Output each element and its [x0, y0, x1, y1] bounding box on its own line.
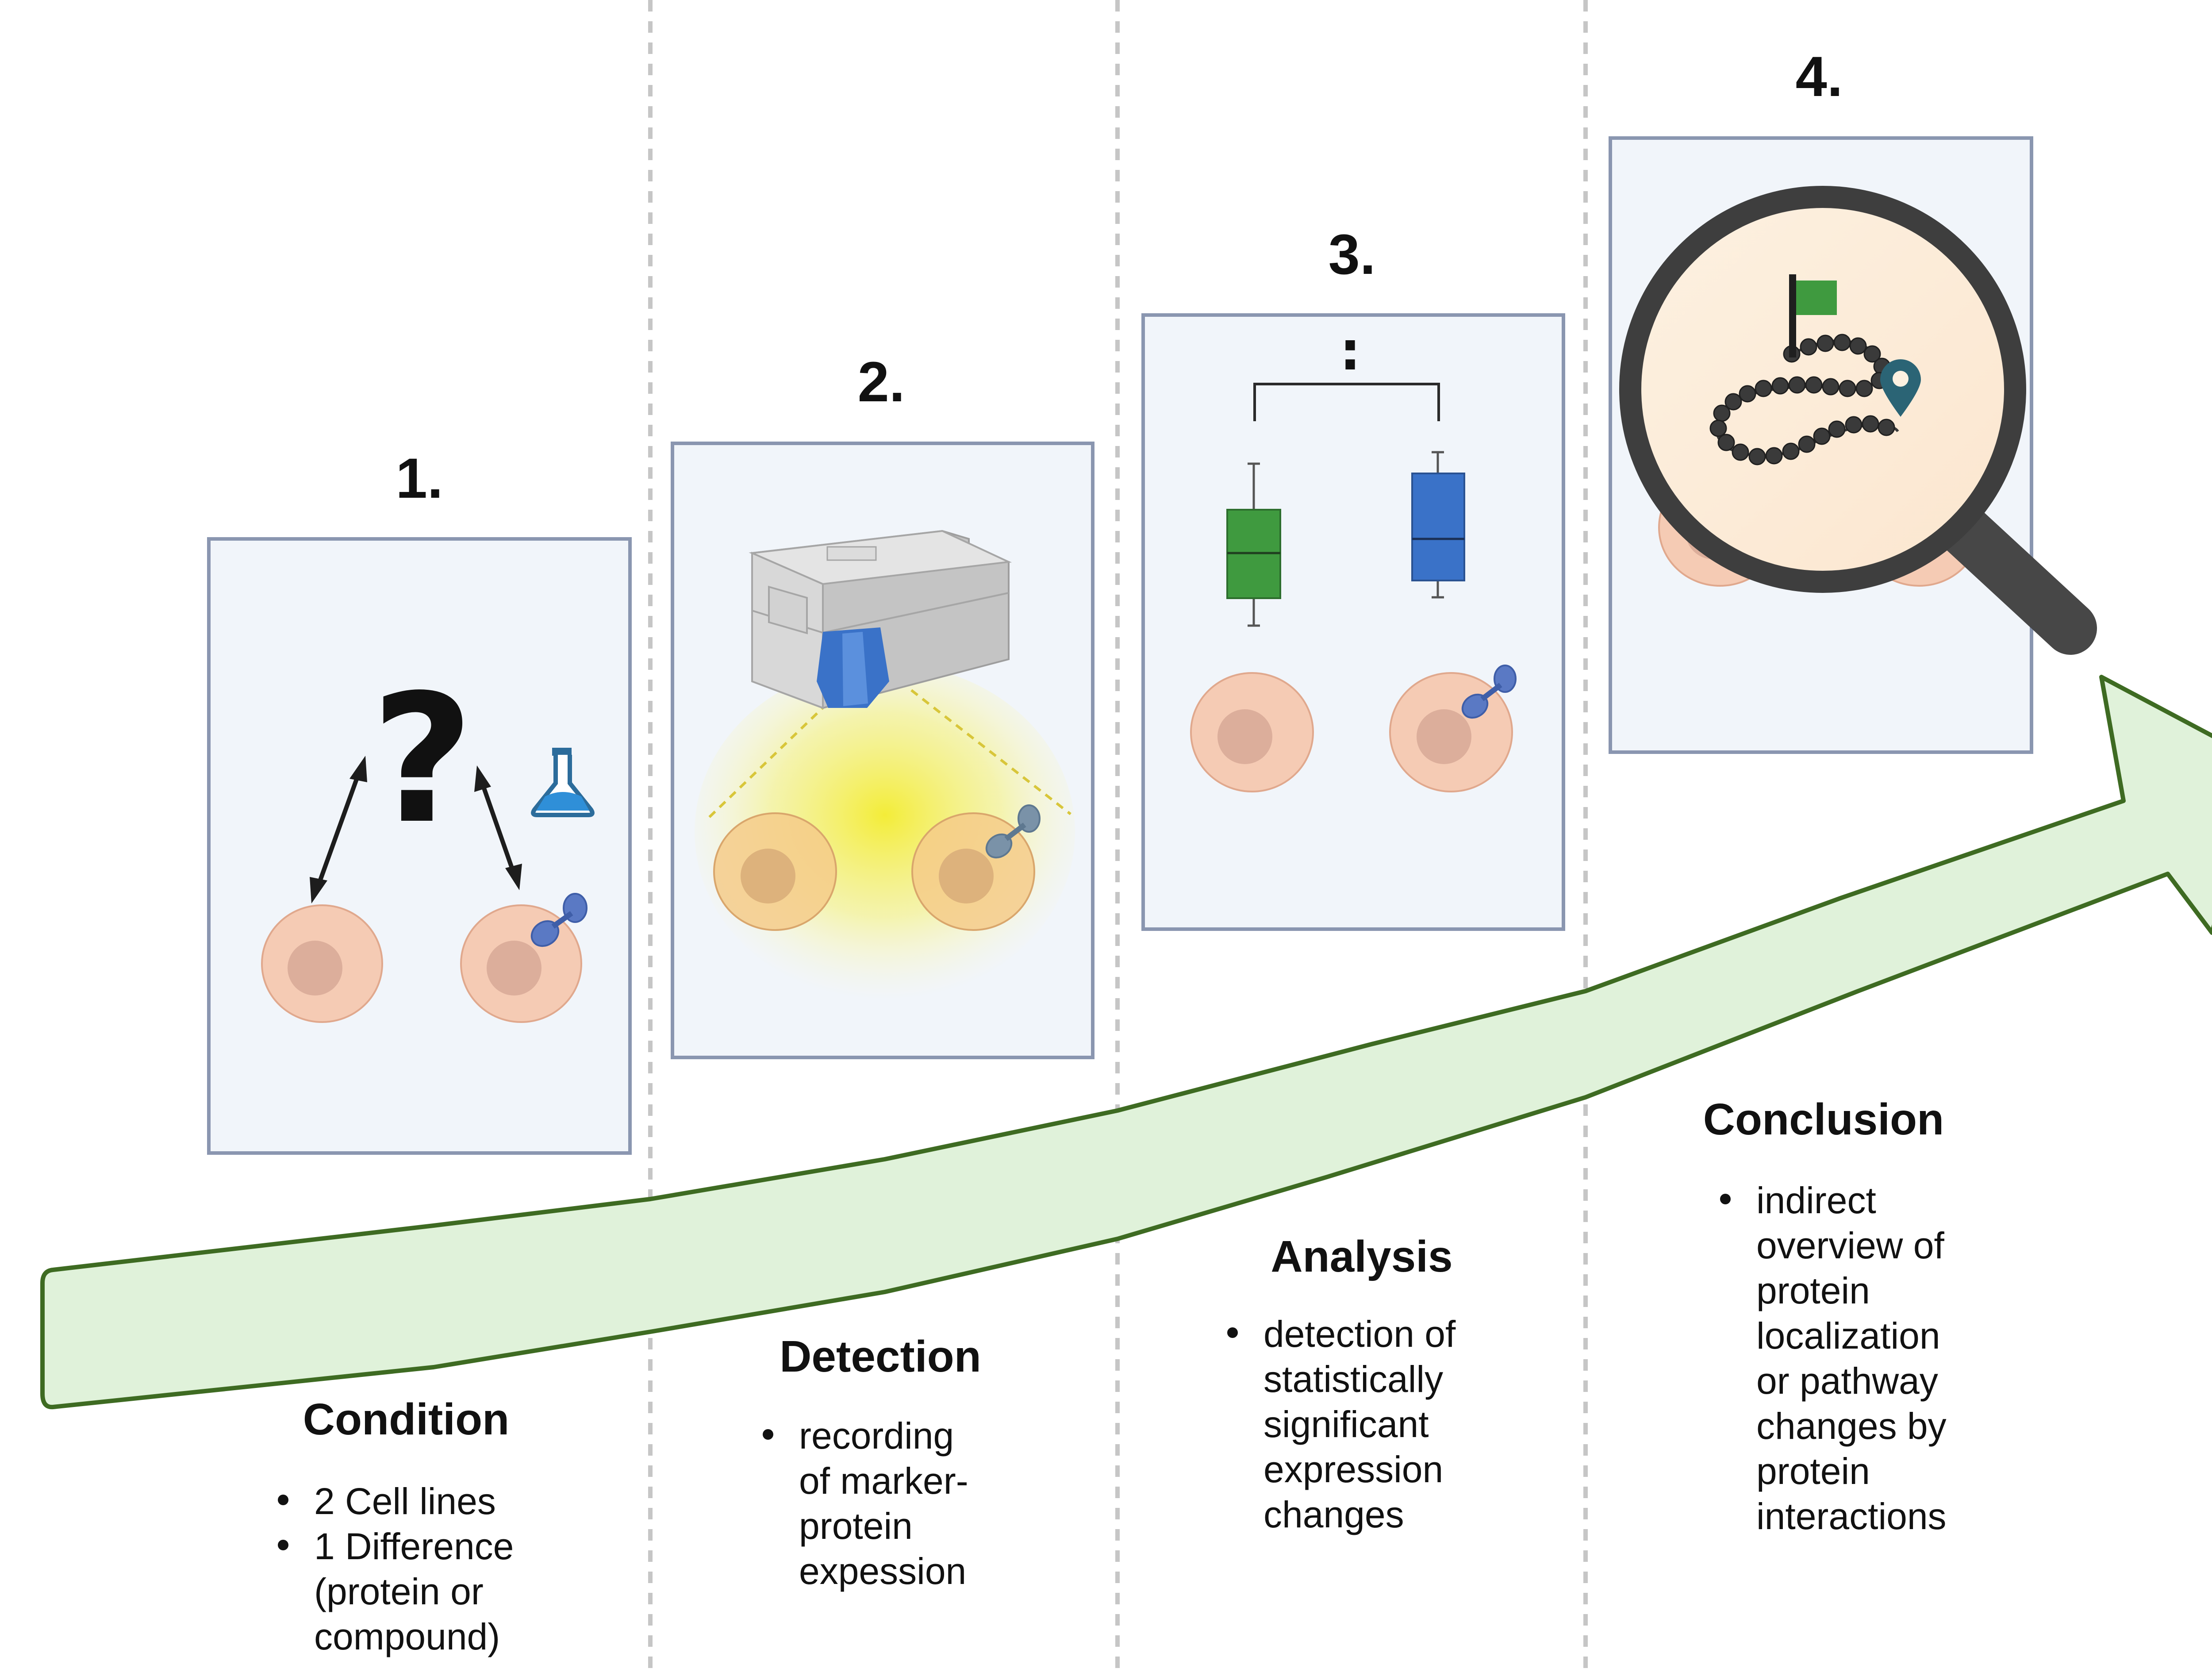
bullets-analysis: detection of statistically significant e… — [1219, 1311, 1494, 1537]
bullet-item: 2 Cell lines — [270, 1479, 606, 1524]
step-number-3: 3. — [1328, 223, 1376, 286]
column-separators — [648, 0, 1588, 1676]
boxplot-green — [1226, 462, 1281, 627]
marker-protein-icon — [1461, 665, 1517, 719]
panel-frame — [1141, 313, 1565, 931]
double-arrow-left — [310, 756, 367, 903]
boxplot-blue — [1411, 451, 1465, 599]
bullet-item: indirect overview of protein localizatio… — [1712, 1178, 1978, 1539]
magnifier-handle — [1929, 496, 2097, 655]
double-arrow-right — [474, 765, 522, 890]
panel-detection — [671, 442, 1094, 1059]
lit-cell-with-marker — [911, 804, 1041, 931]
flag-icon — [1789, 274, 1837, 357]
location-pin-icon — [1880, 359, 1921, 417]
heading-conclusion: Conclusion — [1703, 1095, 1944, 1144]
cell-with-marker — [460, 893, 588, 1023]
bullet-item: detection of statistically significant e… — [1219, 1311, 1494, 1537]
bullets-conclusion: indirect overview of protein localizatio… — [1712, 1178, 1986, 1539]
marker-protein-icon — [530, 893, 588, 947]
flask-icon — [531, 748, 595, 817]
heading-detection: Detection — [780, 1332, 981, 1381]
light-beam-edge — [910, 689, 1071, 815]
step-number-2: 2. — [857, 350, 905, 414]
cell-without-marker — [1190, 672, 1314, 792]
question-mark: ? — [371, 657, 474, 863]
step-number-4: 4. — [1795, 45, 1843, 108]
pathway-route — [1709, 274, 1921, 465]
panel-conclusion — [1609, 136, 2097, 754]
cell-without-marker — [261, 904, 383, 1023]
heading-analysis: Analysis — [1271, 1232, 1453, 1281]
bullet-item: recording of marker-protein expession — [755, 1413, 994, 1594]
marker-protein-icon — [985, 804, 1041, 859]
progress-arrow — [40, 675, 2212, 1410]
bullets-condition: 2 Cell lines 1 Difference (protein or co… — [270, 1479, 606, 1659]
significance-bracket — [1253, 383, 1440, 421]
step-number-1: 1. — [396, 447, 443, 510]
panel-condition: ? — [207, 537, 632, 1155]
panel-frame — [207, 537, 632, 1155]
magnifier-icon — [1619, 186, 2097, 655]
bullet-item: 1 Difference (protein or compound) — [270, 1524, 544, 1659]
cell-with-marker — [1389, 665, 1517, 792]
panel-analysis: : — [1141, 313, 1565, 931]
significance-marker: : — [1340, 321, 1361, 382]
heading-condition: Condition — [303, 1395, 510, 1444]
detector-device-icon — [749, 530, 1012, 709]
bullets-detection: recording of marker-protein expession — [755, 1413, 1002, 1594]
lit-cell-without-marker — [713, 812, 837, 931]
